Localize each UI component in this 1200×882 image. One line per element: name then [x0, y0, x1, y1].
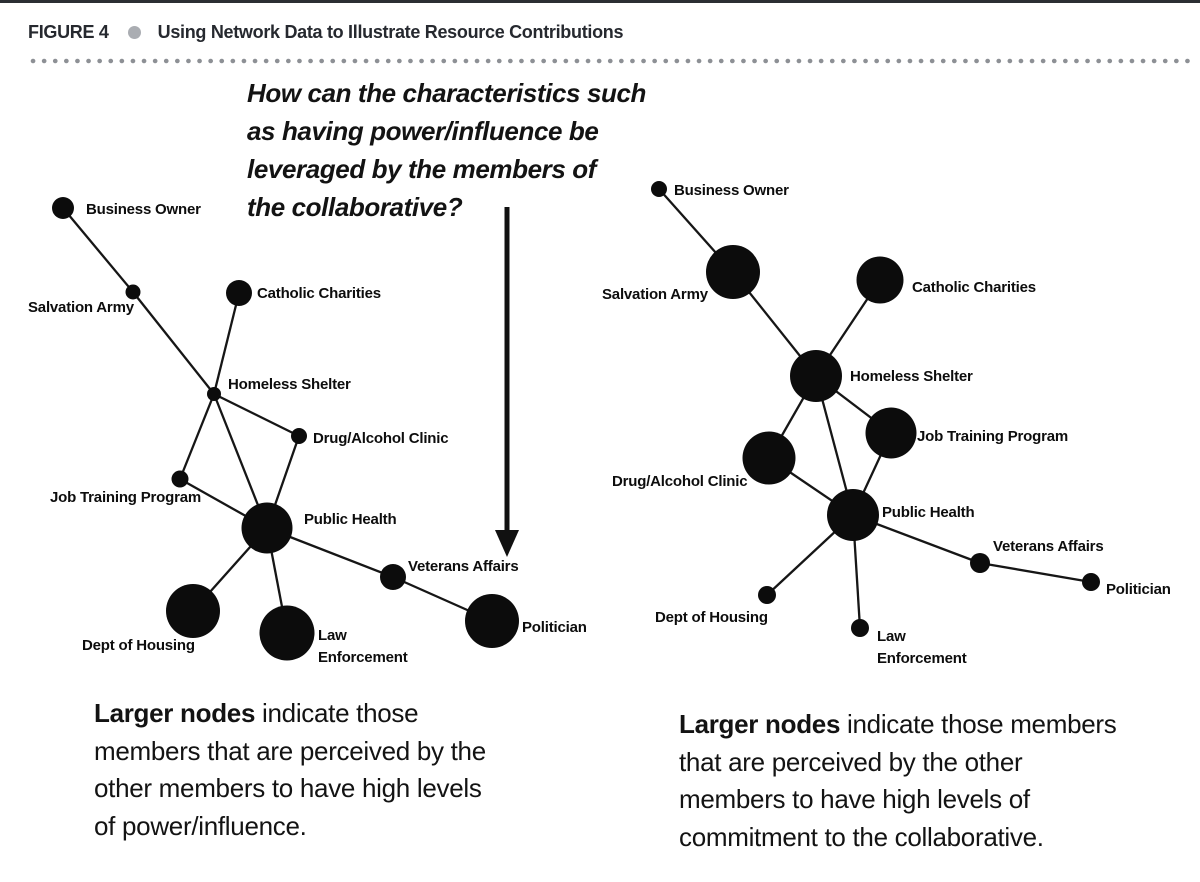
- node-label-veterans-affairs: Veterans Affairs: [993, 538, 1103, 555]
- dotted-rule: [30, 58, 1193, 64]
- down-arrow: [495, 207, 519, 557]
- caption-line: Larger nodes indicate those: [94, 695, 486, 733]
- node-label-dept-of-housing: Dept of Housing: [82, 637, 195, 654]
- node-law-enforcement: [259, 605, 315, 661]
- node-label-drug-alcohol-clinic: Drug/Alcohol Clinic: [612, 473, 747, 490]
- caption-line: Larger nodes indicate those members: [679, 706, 1117, 744]
- node-label-catholic-charities: Catholic Charities: [257, 285, 381, 302]
- node-drug-alcohol-clinic: [291, 428, 307, 444]
- node-label-drug-alcohol-clinic: Drug/Alcohol Clinic: [313, 430, 448, 447]
- node-public-health: [827, 489, 879, 541]
- node-label-business-owner: Business Owner: [86, 201, 201, 218]
- node-dept-of-housing: [166, 584, 220, 638]
- node-job-training-program: [171, 470, 189, 488]
- caption-line: that are perceived by the other: [679, 746, 1023, 777]
- figure-bullet-icon: [127, 26, 141, 39]
- question-text: How can the characteristics such as havi…: [247, 74, 646, 226]
- node-public-health: [241, 502, 293, 554]
- node-label-politician: Politician: [1106, 581, 1171, 598]
- edge-salvation-army--homeless-shelter: [132, 291, 215, 395]
- top-rule: [0, 0, 1200, 3]
- node-law-enforcement: [851, 619, 869, 637]
- caption-line: members that are perceived by the: [94, 735, 486, 766]
- node-salvation-army: [706, 245, 760, 299]
- node-label-dept-of-housing: Dept of Housing: [655, 609, 768, 626]
- edge-business-owner--salvation-army: [62, 207, 134, 293]
- caption-line: other members to have high levels: [94, 773, 482, 803]
- node-drug-alcohol-clinic: [742, 431, 796, 485]
- caption-bold: Larger nodes: [94, 698, 256, 728]
- node-label-job-training-program: Job Training Program: [50, 489, 201, 506]
- caption-line: of power/influence.: [94, 810, 307, 841]
- node-label-homeless-shelter: Homeless Shelter: [850, 368, 973, 385]
- node-business-owner: [651, 181, 667, 197]
- edge-homeless-shelter--drug-alcohol-clinic: [213, 392, 300, 438]
- node-label-salvation-army: Salvation Army: [28, 299, 135, 316]
- node-job-training-program: [865, 407, 917, 459]
- edge-homeless-shelter--job-training-program: [178, 393, 216, 480]
- figure-label: FIGURE 4: [28, 22, 109, 42]
- figure-header: FIGURE 4 Using Network Data to Illustrat…: [28, 22, 624, 43]
- node-label-business-owner: Business Owner: [674, 182, 789, 199]
- node-dept-of-housing: [758, 586, 776, 604]
- node-label-politician: Politician: [522, 619, 587, 636]
- node-veterans-affairs: [970, 553, 990, 573]
- caption-bold: Larger nodes: [679, 709, 841, 739]
- question-line: leveraged by the members of: [247, 154, 596, 184]
- node-catholic-charities: [226, 280, 252, 306]
- node-label-job-training-program: Job Training Program: [917, 428, 1068, 445]
- caption-rest: indicate those members: [840, 709, 1117, 739]
- question-line: How can the characteristics such: [247, 78, 647, 108]
- node-label-public-health: Public Health: [882, 504, 974, 521]
- down-arrow-head: [495, 530, 519, 557]
- node-label-public-health: Public Health: [304, 511, 396, 528]
- node-label-homeless-shelter: Homeless Shelter: [228, 376, 351, 393]
- node-homeless-shelter: [207, 387, 221, 401]
- edge-catholic-charities--homeless-shelter: [212, 292, 241, 395]
- caption-commitment: Larger nodes indicate those members that…: [679, 706, 1117, 856]
- figure-title: Using Network Data to Illustrate Resourc…: [157, 22, 624, 42]
- edge-veterans-affairs--politician: [979, 561, 1092, 584]
- node-veterans-affairs: [380, 564, 406, 590]
- node-salvation-army: [125, 284, 141, 300]
- node-label-catholic-charities: Catholic Charities: [912, 279, 1036, 296]
- caption-rest: indicate those: [255, 698, 419, 728]
- caption-power-influence: Larger nodes indicate those members that…: [94, 695, 486, 845]
- caption-line: commitment to the collaborative.: [679, 821, 1044, 852]
- node-politician: [465, 594, 519, 648]
- node-label-salvation-army: Salvation Army: [602, 286, 709, 303]
- node-label-veterans-affairs: Veterans Affairs: [408, 558, 518, 575]
- caption-line: members to have high levels of: [679, 784, 1030, 814]
- node-business-owner: [52, 197, 74, 219]
- node-catholic-charities: [856, 256, 904, 304]
- node-homeless-shelter: [790, 350, 842, 402]
- question-line: as having power/influence be: [247, 116, 599, 146]
- node-politician: [1082, 573, 1100, 591]
- question-line: the collaborative?: [247, 192, 463, 222]
